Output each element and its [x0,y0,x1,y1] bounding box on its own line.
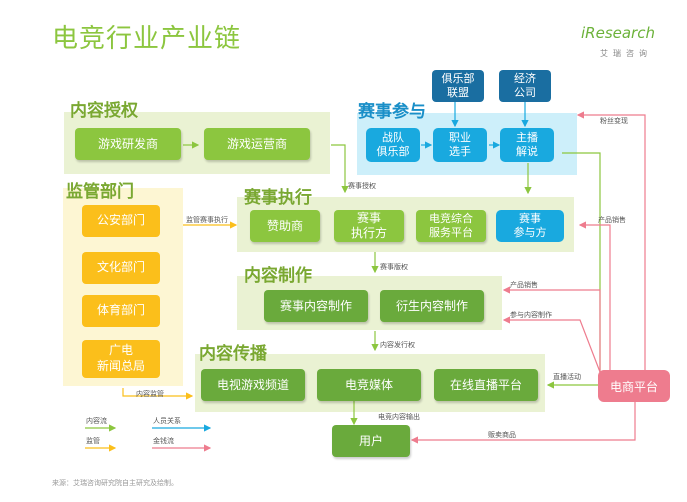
node-public-security: 公安部门 [82,205,160,237]
legend-supervision: 监管 [86,437,100,445]
node-user: 用户 [332,425,410,457]
node-host-commentator: 主播 解说 [500,128,554,162]
node-sarft: 广电 新闻总局 [82,340,160,378]
node-game-operator: 游戏运营商 [204,128,310,160]
legend-content-flow: 内容流 [86,417,107,425]
node-esports-platform: 电竞综合 服务平台 [416,210,486,242]
node-team-club: 战队 俱乐部 [366,128,420,162]
node-sports-dept: 体育部门 [82,295,160,327]
logo-subtitle: 艾瑞咨询 [600,49,652,58]
edge-label-sell-goods: 贩卖商品 [488,431,516,439]
regulators-label: 监管部门 [66,182,134,202]
node-esports-media: 电竞媒体 [317,369,421,401]
edge-label-participate-production: 参与内容制作 [510,311,552,319]
node-live-platform: 在线直播平台 [434,369,538,401]
node-event-executor: 赛事 执行方 [334,210,404,242]
node-pro-player: 职业 选手 [433,128,487,162]
node-culture-dept: 文化部门 [82,252,160,284]
content-distribution-label: 内容传播 [199,344,267,364]
content-license-label: 内容授权 [70,101,138,121]
edge-label-content-supervision: 内容监管 [136,390,164,398]
edge-label-content-release: 内容发行权 [380,341,415,349]
edge-label-product-sales-top: 产品销售 [598,216,626,224]
edge-label-event-license: 赛事授权 [348,182,376,190]
node-brokerage: 经济 公司 [499,70,551,102]
edge-label-live-activity: 直播活动 [553,373,581,381]
page-title: 电竞行业产业链 [52,24,242,54]
iresearch-logo: iResearch [581,24,655,42]
edge-label-product-sales: 产品销售 [510,281,538,289]
node-tv-channel: 电视游戏频道 [201,369,305,401]
node-club-league: 俱乐部 联盟 [432,70,484,102]
source-note: 来源：艾瑞咨询研究院自主研究及绘制。 [52,479,178,487]
node-derivative-content: 衍生内容制作 [380,290,484,322]
legend-money-flow: 金钱流 [153,437,174,445]
event-participation-label: 赛事参与 [358,102,426,122]
event-execution-label: 赛事执行 [244,188,312,208]
node-event-participant: 赛事 参与方 [496,210,564,242]
node-sponsor: 赞助商 [250,210,320,242]
edge-label-regulate-events: 监管赛事执行 [186,216,228,224]
node-event-content: 赛事内容制作 [264,290,368,322]
content-production-label: 内容制作 [244,266,312,286]
node-esports-platform-right: 电商平台 [598,370,670,402]
node-game-developer: 游戏研发商 [75,128,181,160]
edge-label-fan-monetization: 粉丝变现 [600,117,628,125]
edge-label-event-copyright: 赛事版权 [380,263,408,271]
legend-personnel: 人员关系 [153,417,181,425]
edge-label-esports-content-output: 电竞内容输出 [378,413,420,421]
